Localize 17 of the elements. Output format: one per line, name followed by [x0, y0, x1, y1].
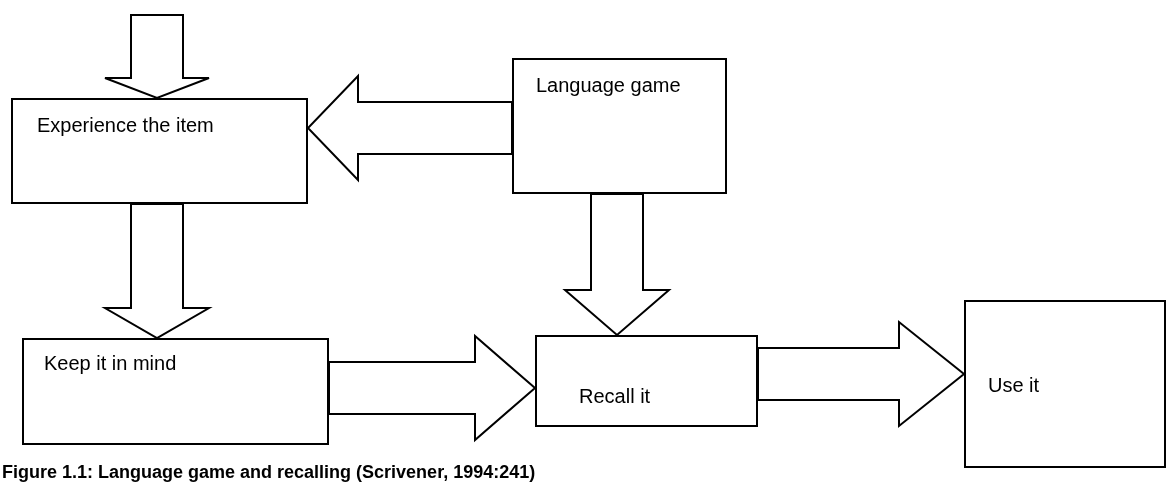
box-text: Language game: [536, 73, 682, 98]
box-text: Use it: [988, 373, 1041, 398]
block-arrow: [757, 319, 966, 429]
box-text: Keep it in mind: [44, 351, 178, 376]
block-arrow: [104, 14, 210, 100]
block-arrow: [306, 73, 513, 183]
box-text: Recall it: [579, 384, 652, 409]
block-arrow: [328, 333, 537, 443]
process-box: [11, 98, 308, 204]
process-box: [535, 335, 758, 427]
block-arrow: [101, 203, 213, 340]
process-box: [22, 338, 329, 445]
process-box: [964, 300, 1166, 468]
figure-caption: Figure 1.1: Language game and recalling (Scrivener, 1994:241): [2, 462, 536, 483]
block-arrow: [562, 193, 672, 337]
process-box: [512, 58, 727, 194]
box-text: Experience the item: [37, 113, 215, 138]
